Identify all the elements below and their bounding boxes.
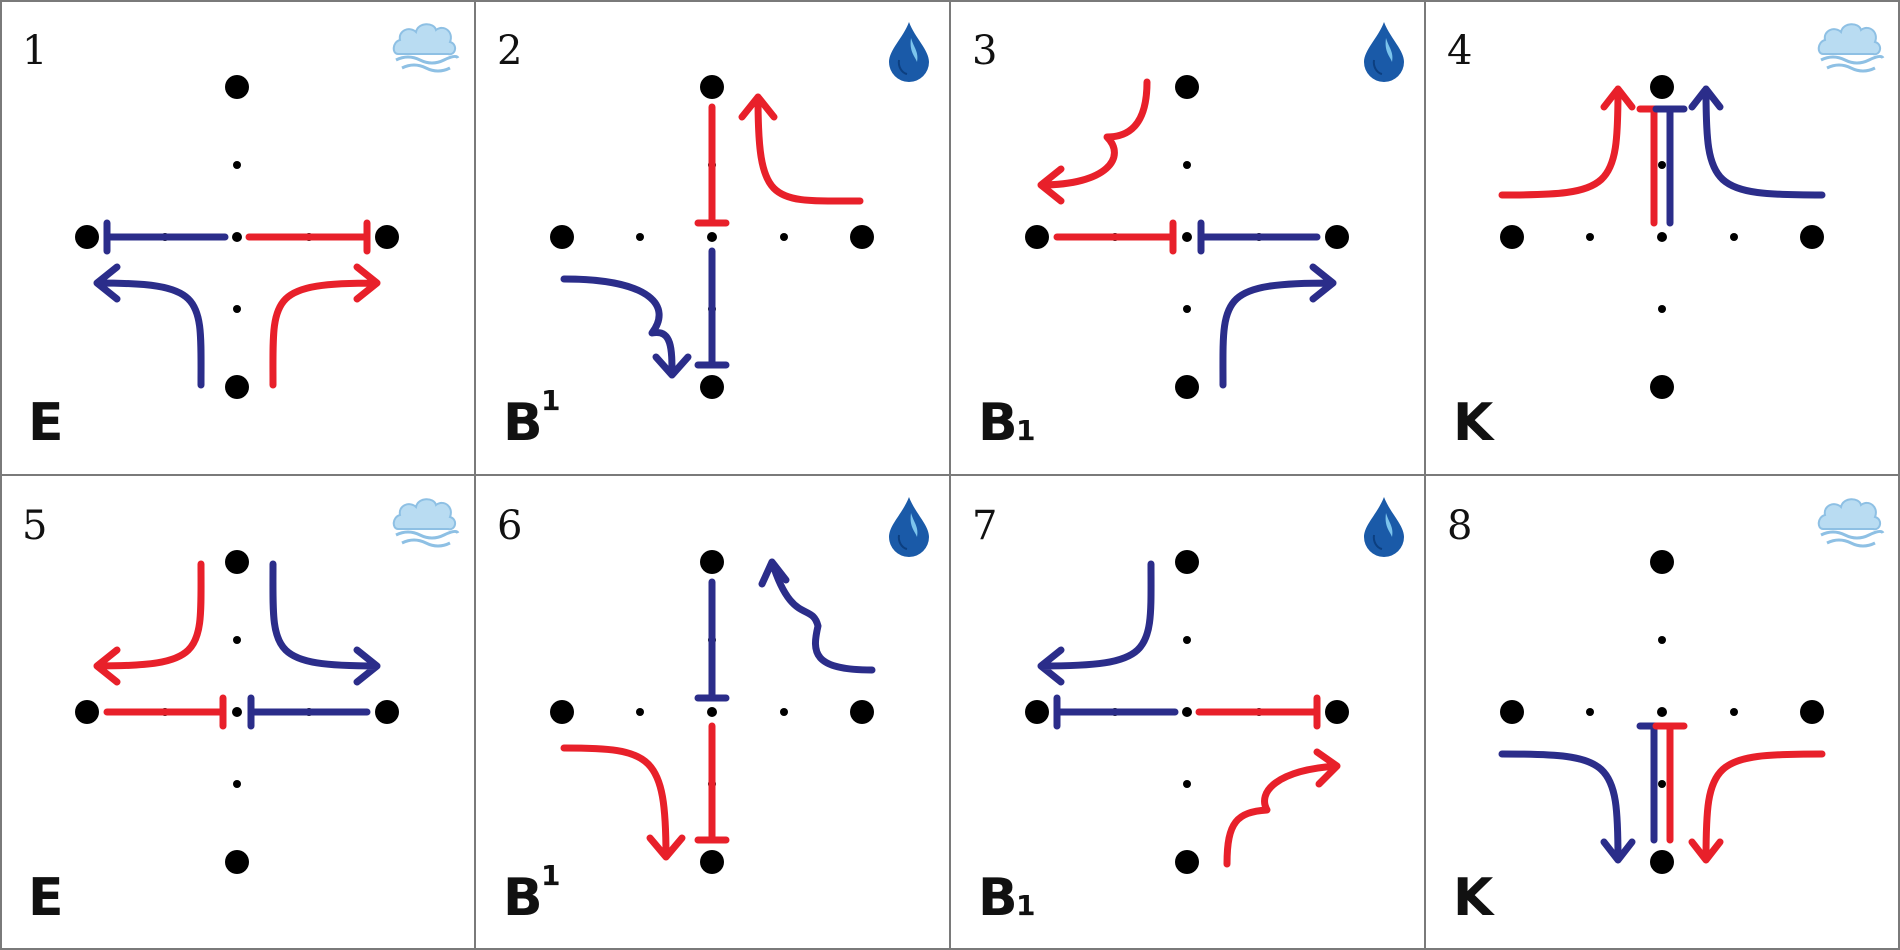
- particle-lattice: [550, 550, 876, 874]
- blue-bond: [1053, 694, 1179, 730]
- particle-lattice: [75, 550, 399, 874]
- red-arrow: [1498, 85, 1636, 199]
- water-drop-icon: [888, 496, 930, 558]
- card-label: K: [1453, 868, 1495, 928]
- blue-arrow: [93, 263, 205, 389]
- card-7: 7 B 1: [972, 496, 1405, 928]
- cloud-icon: [1817, 22, 1885, 73]
- card-label: B: [503, 868, 543, 928]
- red-squiggle-arrow: [1037, 78, 1151, 205]
- red-bond: [1195, 694, 1321, 730]
- card-label: B: [978, 868, 1018, 928]
- card-8: 8 K: [1447, 497, 1885, 928]
- blue-arrow: [1688, 85, 1826, 199]
- blue-arrow: [1498, 750, 1636, 864]
- cloud-icon: [392, 22, 460, 73]
- blue-bond: [694, 578, 730, 702]
- card-label-superscript: 1: [541, 859, 560, 892]
- particle-lattice: [75, 75, 399, 399]
- blue-bond: [247, 694, 371, 730]
- card-1: 1 E: [22, 22, 460, 453]
- blue-squiggle-arrow: [758, 558, 876, 674]
- card-number: 2: [497, 28, 522, 74]
- card-3: 3 B 1: [972, 21, 1405, 453]
- card-label: K: [1453, 393, 1495, 453]
- red-bond: [103, 694, 227, 730]
- particle-lattice: [1498, 550, 1826, 874]
- card-5: 5 E: [22, 497, 460, 928]
- blue-bond: [694, 247, 730, 369]
- blue-bond: [103, 219, 229, 255]
- card-number: 8: [1447, 503, 1472, 549]
- red-bond: [1053, 219, 1177, 255]
- card-number: 7: [972, 503, 997, 549]
- card-label-subscript: 1: [1016, 889, 1035, 922]
- card-number: 1: [22, 28, 47, 74]
- card-4: 4 K: [1447, 22, 1885, 453]
- red-arrow: [269, 263, 381, 389]
- red-bond: [1652, 722, 1688, 844]
- card-label: E: [28, 868, 64, 928]
- water-drop-icon: [1363, 21, 1405, 83]
- cloud-icon: [1817, 497, 1885, 548]
- water-drop-icon: [888, 21, 930, 83]
- card-2: 2 B 1: [497, 21, 930, 453]
- blue-arrow: [1037, 560, 1155, 686]
- red-bond: [694, 722, 730, 844]
- blue-arrow: [1219, 263, 1337, 389]
- card-6: 6 B 1: [497, 496, 930, 928]
- blue-squiggle-arrow: [560, 275, 692, 379]
- red-bond: [245, 219, 371, 255]
- card-number: 3: [972, 28, 997, 74]
- blue-arrow: [269, 560, 381, 686]
- red-arrow: [738, 93, 864, 205]
- card-label-subscript: 1: [1016, 414, 1035, 447]
- card-label: E: [28, 393, 64, 453]
- particle-lattice: [1025, 75, 1349, 399]
- card-number: 4: [1447, 28, 1472, 74]
- card-number: 5: [22, 503, 47, 549]
- particle-lattice: [1498, 75, 1826, 399]
- red-squiggle-arrow: [1223, 748, 1341, 868]
- card-number: 6: [497, 503, 522, 549]
- red-arrow: [1688, 750, 1826, 864]
- blue-bond: [1197, 219, 1321, 255]
- particle-lattice: [1025, 550, 1349, 874]
- card-label-superscript: 1: [541, 384, 560, 417]
- card-label: B: [503, 393, 543, 453]
- red-arrow: [93, 560, 205, 686]
- red-arrow: [560, 744, 686, 861]
- card-label: B: [978, 393, 1018, 453]
- blue-bond: [1652, 105, 1688, 227]
- red-bond: [694, 103, 730, 227]
- water-drop-icon: [1363, 496, 1405, 558]
- particle-lattice: [550, 75, 874, 399]
- cloud-icon: [392, 497, 460, 548]
